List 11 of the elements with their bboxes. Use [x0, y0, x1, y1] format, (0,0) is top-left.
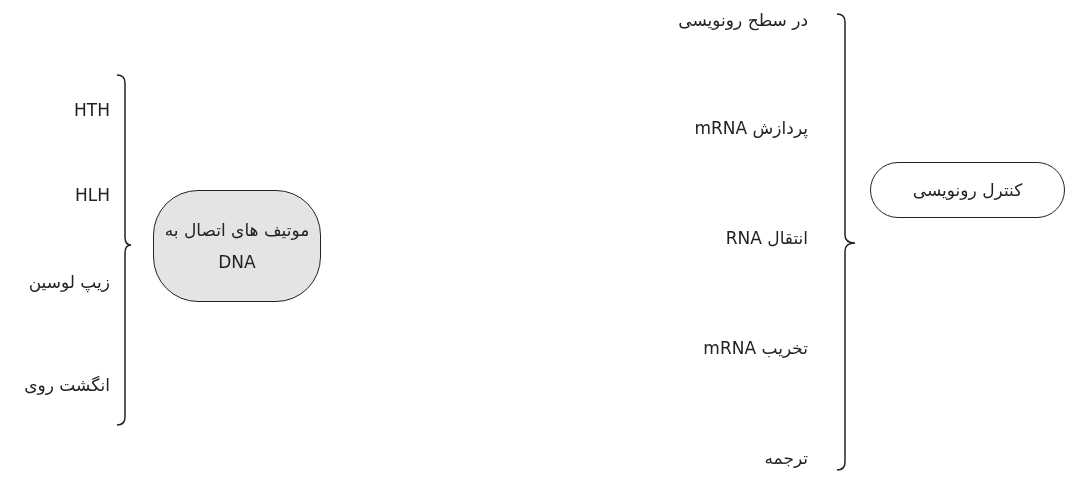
process-box: کنترل رونویسی — [870, 162, 1065, 218]
list-item-text: پردازش mRNA — [694, 117, 808, 139]
list-item-text: HTH — [74, 99, 110, 121]
list-item-text: ترجمه — [764, 447, 808, 469]
list-item-text: انگشت روی — [24, 374, 110, 396]
process-box: موتیف های اتصال به DNA — [153, 190, 321, 302]
list-item-text: انتقال RNA — [725, 227, 808, 249]
list-item-text: زیپ لوسین — [28, 271, 110, 293]
list-item-text: تخریب mRNA — [703, 337, 808, 359]
list-item-text: در سطح رونویسی — [678, 9, 808, 31]
list-item-text: HLH — [74, 184, 110, 206]
